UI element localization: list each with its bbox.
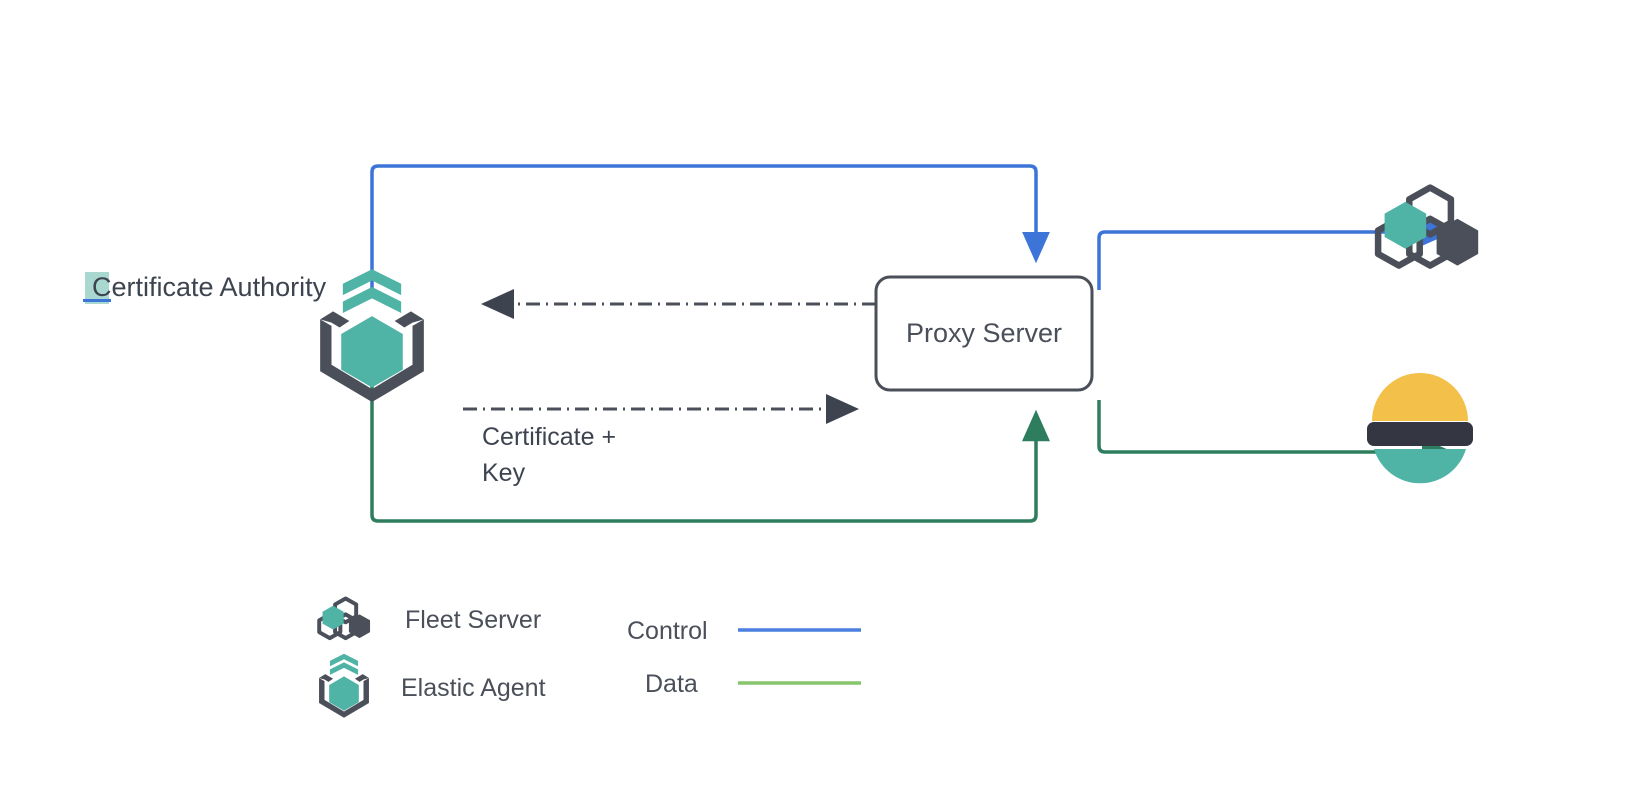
edge-label-certificate-key-line1: Certificate +	[482, 423, 616, 451]
proxy-server-box[interactable]	[874, 275, 1094, 392]
text-underline	[83, 299, 111, 302]
proxy-server-node[interactable]: Proxy Server	[874, 275, 1094, 392]
text-highlight	[85, 272, 109, 304]
fleet-server-icon[interactable]	[1374, 184, 1479, 269]
legend-fleet-server-icon	[317, 596, 371, 641]
legend-label-fleet-server: Fleet Server	[405, 606, 541, 634]
elastic-agent-icon[interactable]	[320, 269, 424, 403]
elasticsearch-icon[interactable]	[1367, 373, 1473, 484]
dashdot-edge-ca-to-proxy: Certificate + Key	[463, 394, 859, 487]
certificate-authority-label-group: Certificate Authority	[83, 272, 327, 304]
proxy-server-label: Proxy Server	[906, 318, 1062, 348]
legend-elastic-agent-icon	[319, 653, 369, 718]
legend-label-data: Data	[645, 670, 698, 698]
control-edge-agent-to-proxy	[370, 164, 1050, 288]
certificate-authority-label: Certificate Authority	[92, 272, 327, 302]
edge-label-certificate-key-line2: Key	[482, 459, 526, 487]
legend-label-elastic-agent: Elastic Agent	[401, 674, 546, 702]
data-edge-proxy-to-elasticsearch	[1097, 400, 1454, 466]
legend-label-control: Control	[627, 617, 708, 645]
control-edge-proxy-to-fleet	[1097, 218, 1454, 290]
data-edge-agent-to-proxy	[370, 383, 1050, 523]
